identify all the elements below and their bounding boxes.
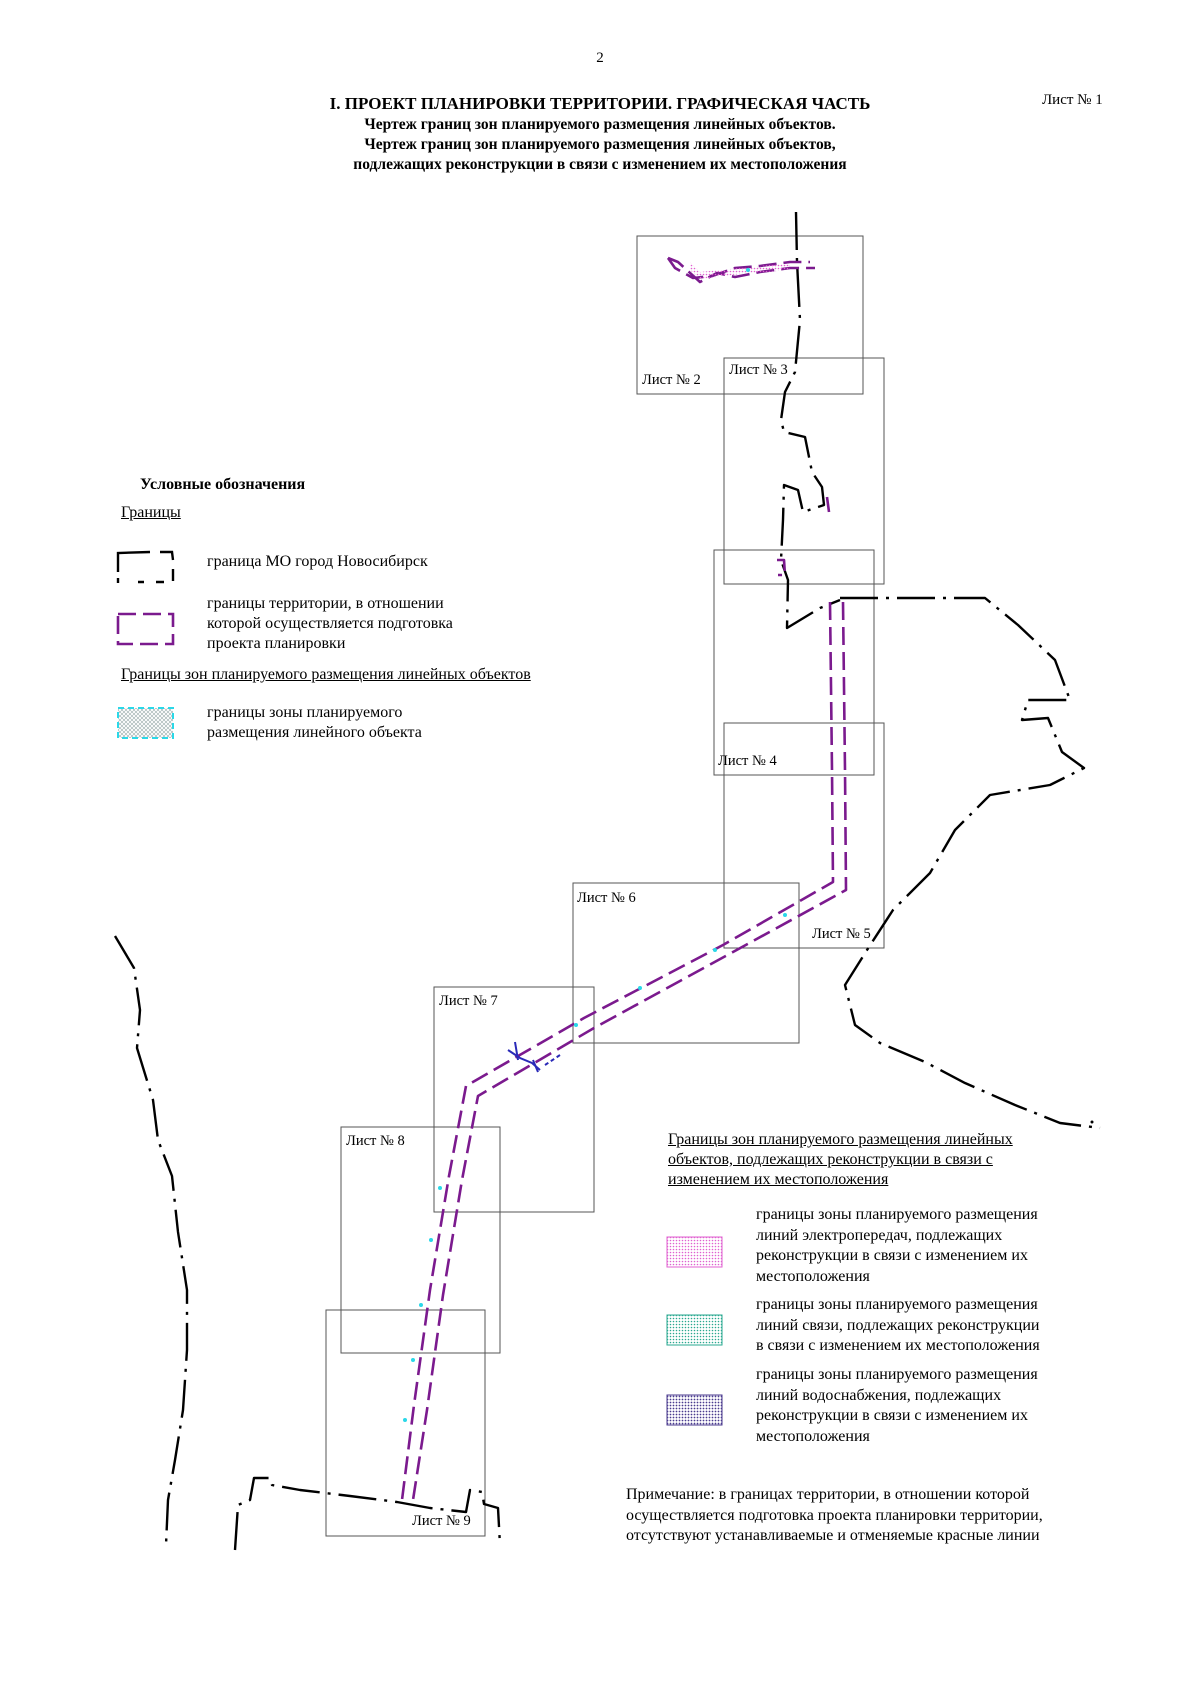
- sheet-label-7: Лист № 7: [439, 993, 498, 1009]
- mo-border-lines: [113, 211, 1101, 1551]
- sheet-frame-6: [572, 882, 800, 1044]
- title-block: I. ПРОЕКТ ПЛАНИРОВКИ ТЕРРИТОРИИ. ГРАФИЧЕ…: [200, 93, 1000, 175]
- sheet-frames: [325, 235, 885, 1537]
- sheet-reference: Лист № 1: [1042, 92, 1103, 108]
- sheet-frame-3: [723, 357, 885, 585]
- territory-fragment-1: [825, 496, 831, 513]
- legend-section-borders: Границы: [121, 504, 181, 521]
- water-line-fragment: [507, 1041, 561, 1073]
- mo-border-north: [779, 211, 841, 630]
- sheet-label-8: Лист № 8: [346, 1133, 405, 1149]
- sheet-label-2: Лист № 2: [642, 372, 701, 388]
- sheet-label-9: Лист № 9: [412, 1513, 471, 1529]
- sheet-frame-4: [713, 549, 875, 776]
- sheet-frame-5: [723, 722, 885, 949]
- note-line-3: отсутствуют устанавливаемые и отменяемые…: [626, 1527, 1040, 1544]
- legend2-header-line-1: Границы зон планируемого размещения лине…: [668, 1131, 1013, 1148]
- swatch-comm: [666, 1314, 723, 1346]
- mo-border-east: [840, 596, 1101, 1130]
- mo-border-west: [113, 935, 189, 1546]
- territory-outline-2: [411, 601, 848, 1501]
- legend-item-territory: границы территории, в отношении которой …: [207, 594, 453, 654]
- legend-item-zone-line-1: границы зоны планируемого: [207, 704, 403, 721]
- map-dot: [1090, 1120, 1094, 1124]
- sheet-frame-2: [636, 235, 864, 395]
- page-number: 2: [596, 50, 604, 66]
- sheet-label-4: Лист № 4: [718, 753, 777, 769]
- legend2-comm-line-2: линий связи, подлежащих реконструкции: [756, 1316, 1040, 1334]
- legend-item-territory-line-1: границы территории, в отношении: [207, 595, 444, 612]
- swatch-zone: [117, 707, 174, 739]
- legend-item-territory-line-2: которой осуществляется подготовка: [207, 615, 453, 632]
- power-line-zone: [690, 262, 790, 279]
- sheet-label-5: Лист № 5: [812, 926, 871, 942]
- swatch-power: [666, 1236, 723, 1268]
- legend2-water-line-1: границы зоны планируемого размещения: [756, 1366, 1038, 1383]
- legend2-power-line-3: реконструкции в связи с изменением их: [756, 1247, 1028, 1264]
- legend2-water-line-4: местоположения: [756, 1427, 870, 1445]
- mo-border-south: [233, 1476, 502, 1551]
- legend2-power-line-4: местоположения: [756, 1267, 870, 1285]
- legend2-power-line-2: линий электропередач, подлежащих: [756, 1226, 1003, 1244]
- swatch-mo-border: [116, 550, 175, 584]
- legend2-comm-line-1: границы зоны планируемого размещения: [756, 1296, 1038, 1313]
- legend-item-mo-border: граница МО город Новосибирск: [207, 553, 428, 570]
- legend-item-territory-line-3: проекта планировки: [207, 635, 346, 652]
- legend2-power-line-1: границы зоны планируемого размещения: [756, 1206, 1038, 1223]
- note: Примечание: в границах территории, в отн…: [626, 1485, 1106, 1547]
- sheet-frame-7: [433, 986, 595, 1213]
- territory-fragment-2: [777, 558, 787, 577]
- legend2-header: Границы зон планируемого размещения лине…: [668, 1130, 1088, 1190]
- sheet-frame-9: [325, 1309, 486, 1537]
- title-main: I. ПРОЕКТ ПЛАНИРОВКИ ТЕРРИТОРИИ. ГРАФИЧЕ…: [329, 94, 871, 113]
- legend-swatches: [116, 550, 723, 1426]
- sheet-frame-8: [340, 1126, 501, 1354]
- sheet-label-6: Лист № 6: [577, 890, 636, 906]
- legend2-header-line-2: объектов, подлежащих реконструкции в свя…: [668, 1151, 993, 1168]
- legend-title: Условные обозначения: [140, 476, 306, 493]
- legend2-header-line-3: изменением их местоположения: [668, 1171, 889, 1188]
- swatch-water: [666, 1394, 723, 1426]
- legend2-comm-line-3: в связи с изменением их местоположения: [756, 1337, 1040, 1354]
- title-line-3: подлежащих реконструкции в связи с измен…: [353, 156, 847, 173]
- legend-section-zones: Границы зон планируемого размещения лине…: [121, 666, 531, 683]
- territory-border: [400, 256, 848, 1501]
- note-line-2: осуществляется подготовка проекта планир…: [626, 1506, 1043, 1524]
- legend2-water-line-3: реконструкции в связи с изменением их: [756, 1407, 1028, 1424]
- territory-outline-1: [400, 601, 835, 1501]
- title-line-2: Чертеж границ зон планируемого размещени…: [364, 136, 836, 153]
- title-line-1: Чертеж границ зон планируемого размещени…: [364, 116, 836, 133]
- note-line-1: Примечание: в границах территории, в отн…: [626, 1486, 1030, 1503]
- legend-item-zone-line-2: размещения линейного объекта: [207, 724, 422, 741]
- swatch-territory: [116, 612, 175, 646]
- legend2-item-water: границы зоны планируемого размещения лин…: [756, 1365, 1086, 1447]
- legend2-item-power: границы зоны планируемого размещения лин…: [756, 1205, 1086, 1287]
- legend-item-zone: границы зоны планируемого размещения лин…: [207, 703, 422, 743]
- zone-markers: [403, 268, 787, 1422]
- legend2-water-line-2: линий водоснабжения, подлежащих: [756, 1386, 1002, 1404]
- legend2-item-comm: границы зоны планируемого размещения лин…: [756, 1295, 1086, 1357]
- sheet-label-3: Лист № 3: [729, 362, 788, 378]
